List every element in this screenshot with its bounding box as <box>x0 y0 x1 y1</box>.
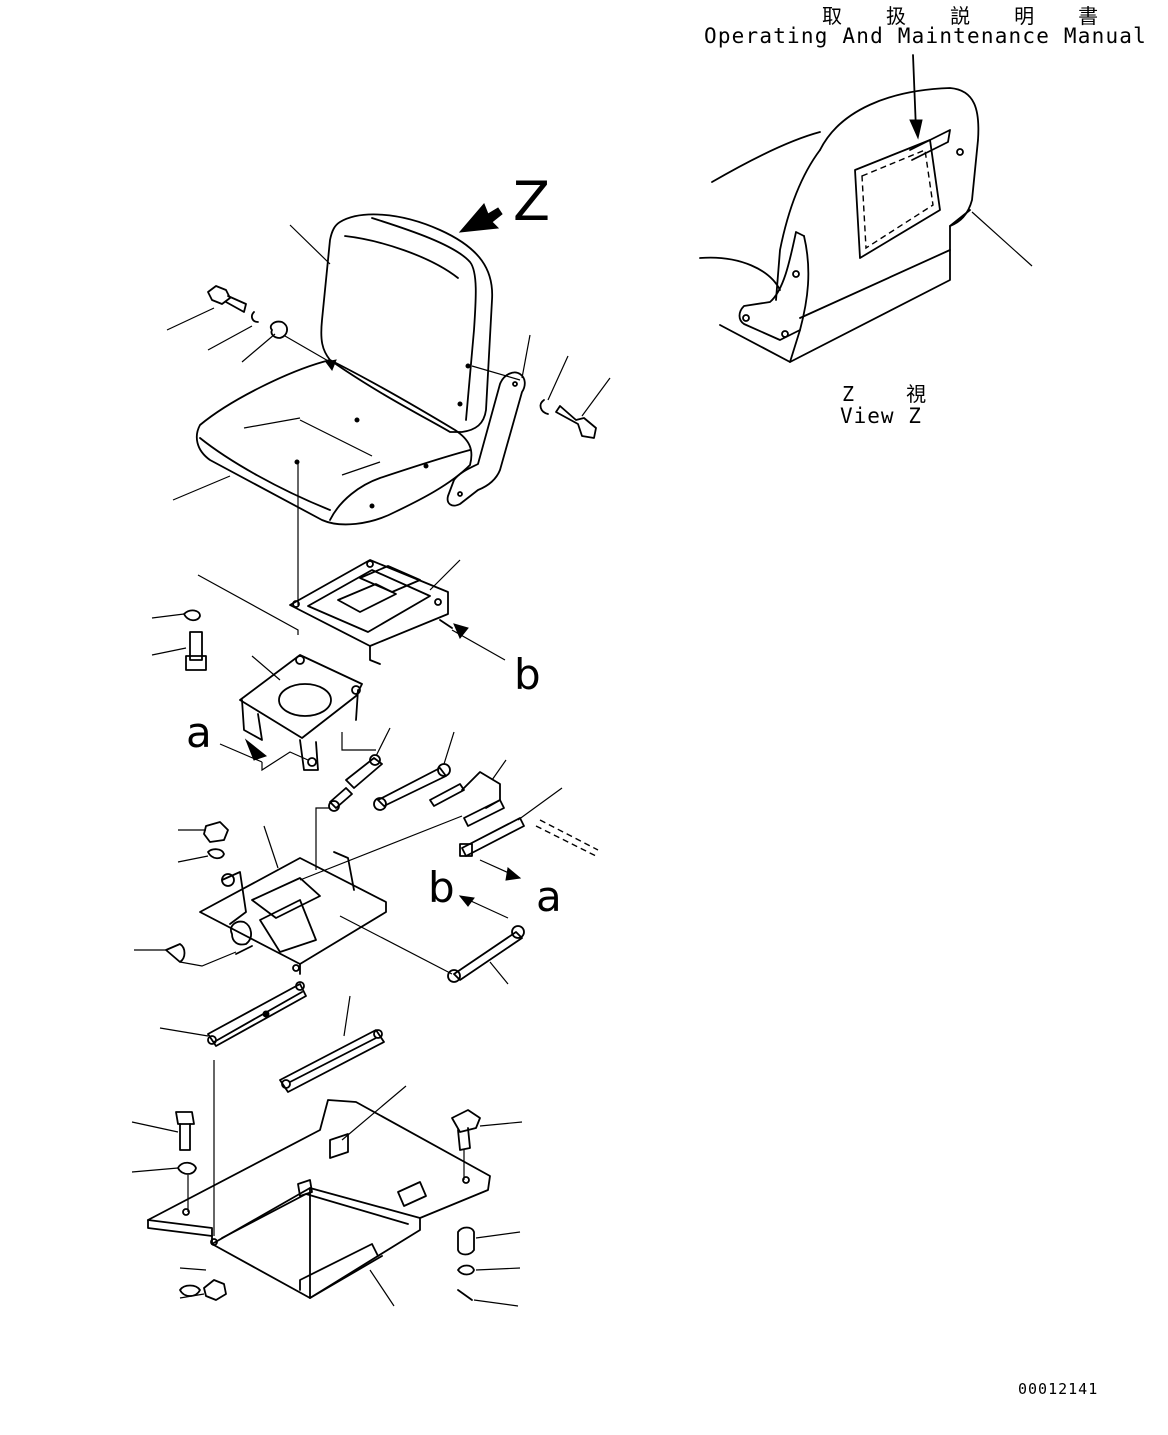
slide-rail-right <box>279 995 385 1093</box>
scissor-bracket <box>219 654 376 772</box>
view-z-label-english: View Z <box>840 404 922 428</box>
reference-marker-a-left: a <box>186 708 212 757</box>
seat-assembly <box>166 213 611 526</box>
drawing-code: 00012141 <box>1018 1380 1099 1398</box>
lower-suspension-frame <box>199 807 463 975</box>
seat-base-plate <box>147 1085 491 1307</box>
hex-bolt-left <box>151 609 207 671</box>
nut-and-washer-left <box>134 821 237 967</box>
reference-marker-b-lower: b <box>428 863 455 912</box>
manual-title-english: Operating And Maintenance Manual <box>704 24 1147 48</box>
base-fasteners-right <box>451 1109 523 1307</box>
view-z-inset <box>699 54 1033 363</box>
reference-marker-b-upper: b <box>514 650 541 699</box>
gas-spring-and-links <box>328 727 599 985</box>
view-marker-z: Z <box>513 170 550 233</box>
suspension-top-plate <box>197 460 506 665</box>
view-z-label-japanese: Z 視 <box>842 382 947 406</box>
slide-rail-left <box>159 981 307 1047</box>
manual-title-japanese: 取 扱 説 明 書 <box>822 4 1115 28</box>
view-z-arrow <box>458 203 503 233</box>
reference-marker-a-right: a <box>536 872 562 921</box>
base-fasteners-left <box>131 1060 227 1301</box>
